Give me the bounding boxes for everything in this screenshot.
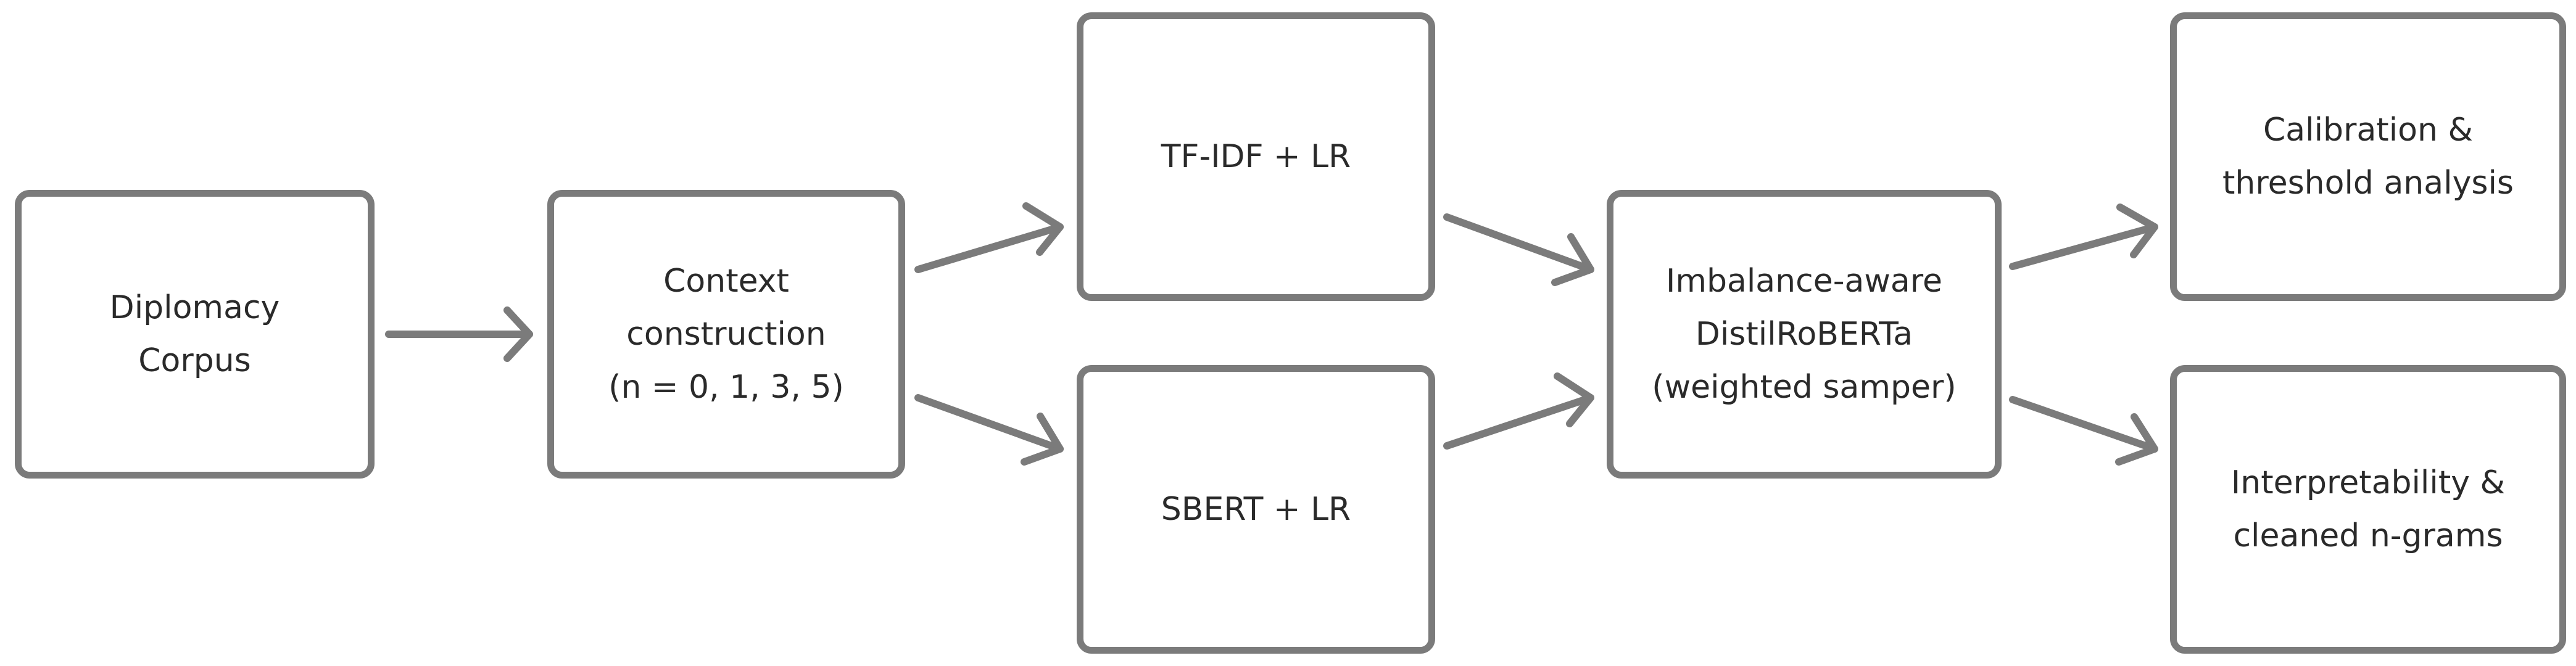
edge-sbert-to-distil (1443, 372, 1594, 450)
node-label-diplomacy-corpus: Diplomacy Corpus (109, 289, 280, 379)
edge-sbert-to-distil-shaft (1443, 394, 1594, 450)
node-context-construction: Context construction (n = 0, 1, 3, 5) (547, 190, 905, 479)
edge-sbert-to-distil-head (1554, 372, 1594, 427)
edge-context-to-tfidf-shaft (914, 223, 1064, 273)
node-label-context-construction: Context construction (n = 0, 1, 3, 5) (608, 263, 844, 406)
edge-distil-to-calib-shaft (2009, 223, 2158, 270)
edge-context-to-sbert-head (1021, 413, 1064, 466)
edge-tfidf-to-distil-head (1551, 233, 1594, 286)
node-tfidf-lr: TF-IDF + LR (1077, 12, 1435, 301)
edge-context-to-tfidf-head (1022, 202, 1064, 256)
edge-distil-to-interp (2009, 396, 2158, 466)
node-label-calibration: Calibration & threshold analysis (2222, 112, 2514, 202)
edge-corpus-to-context-head (503, 306, 533, 362)
node-sbert-lr: SBERT + LR (1077, 365, 1435, 654)
node-label-tfidf-lr: TF-IDF + LR (1161, 138, 1351, 175)
edge-tfidf-to-distil-shaft (1443, 213, 1594, 273)
node-label-distilroberta: Imbalance-aware DistilRoBERTa (weighted … (1652, 263, 1957, 406)
edge-context-to-sbert-shaft (914, 394, 1064, 453)
node-distilroberta: Imbalance-aware DistilRoBERTa (weighted … (1607, 190, 2002, 479)
edge-context-to-tfidf (914, 202, 1064, 273)
edge-corpus-to-context (385, 306, 533, 362)
edge-distil-to-calib-head (2116, 204, 2158, 258)
edge-distil-to-interp-head (2115, 413, 2158, 466)
edge-distil-to-calib (2009, 204, 2158, 270)
edge-tfidf-to-distil (1443, 213, 1594, 286)
node-label-interpretability: Interpretability & cleaned n-grams (2230, 464, 2506, 554)
node-label-sbert-lr: SBERT + LR (1161, 491, 1351, 528)
node-diplomacy-corpus: Diplomacy Corpus (15, 190, 375, 479)
edge-distil-to-interp-shaft (2009, 396, 2158, 453)
node-interpretability: Interpretability & cleaned n-grams (2170, 365, 2566, 654)
edge-context-to-sbert (914, 394, 1064, 466)
node-calibration: Calibration & threshold analysis (2170, 12, 2566, 301)
